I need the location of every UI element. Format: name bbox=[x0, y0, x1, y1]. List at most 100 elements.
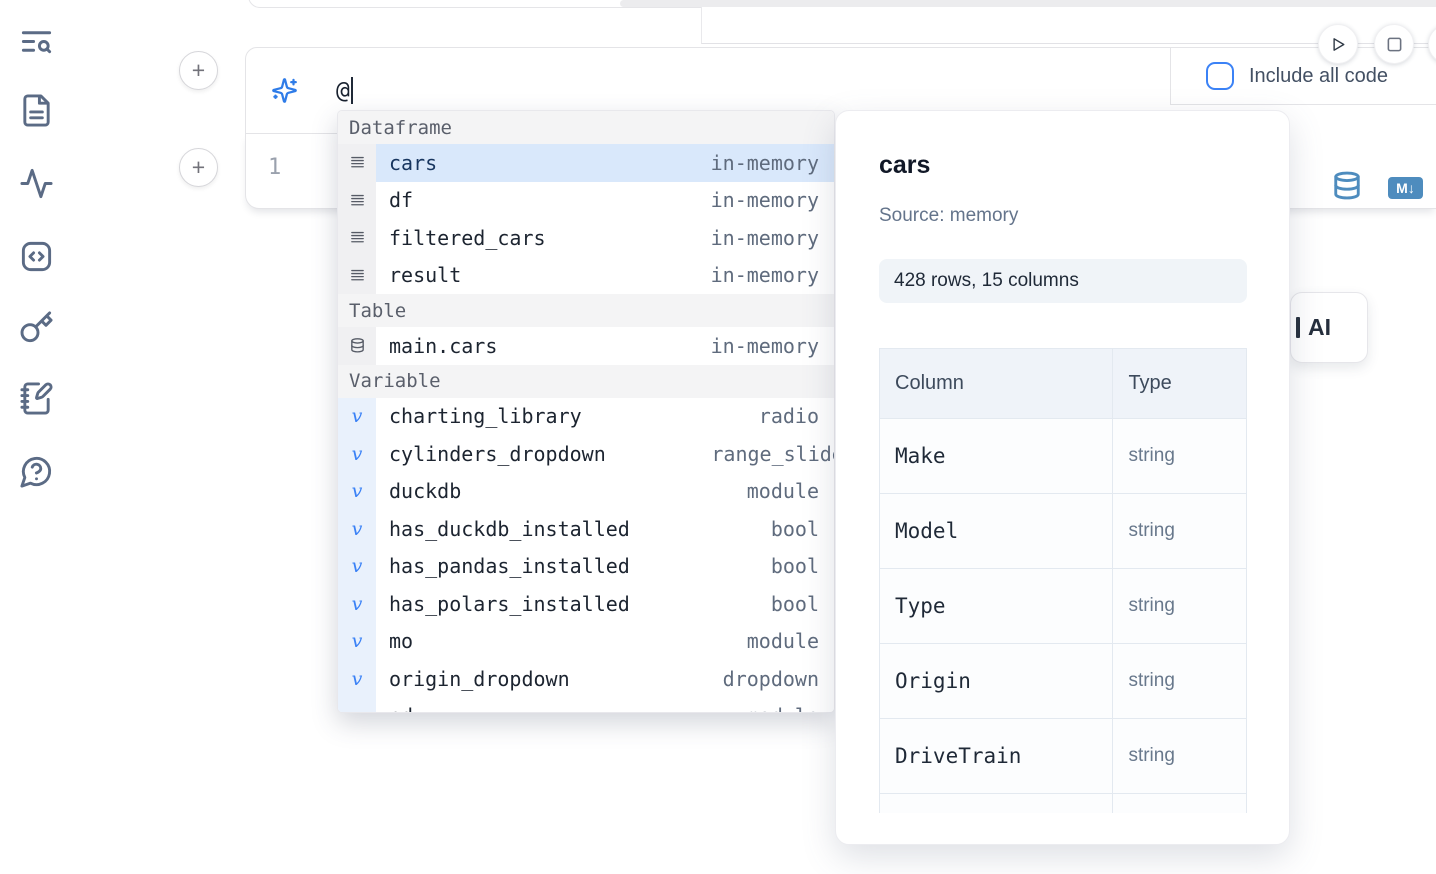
dataframe-rows-icon bbox=[338, 219, 376, 257]
completion-item-name: filtered_cars bbox=[389, 225, 546, 250]
completion-item-type: bool bbox=[770, 591, 819, 616]
dataframe-rows-icon bbox=[338, 256, 376, 294]
completion-item[interactable]: result in-memory bbox=[338, 256, 834, 294]
completion-section-header: Table bbox=[338, 294, 834, 327]
add-cell-button-top[interactable]: + bbox=[179, 51, 218, 90]
completion-item-type: in-memory bbox=[710, 225, 819, 250]
completion-item[interactable]: v has_polars_installed bool bbox=[338, 585, 834, 623]
include-all-code-checkbox[interactable] bbox=[1206, 62, 1234, 90]
schema-column-type: string bbox=[1112, 643, 1247, 719]
notebook-pen-icon[interactable] bbox=[19, 381, 54, 416]
completion-item-name: pd bbox=[389, 704, 413, 712]
completion-item-type: module bbox=[746, 629, 819, 654]
completion-item-name: df bbox=[389, 188, 414, 213]
variable-v-icon: v bbox=[338, 472, 376, 510]
schema-column-name: Model bbox=[879, 493, 1114, 569]
previous-cell-output-strip bbox=[701, 7, 1436, 44]
completion-item-body: pd module bbox=[376, 697, 834, 712]
variable-v-icon: v bbox=[338, 397, 376, 435]
ai-prompt-options: Include all code bbox=[1170, 47, 1436, 105]
completion-item-type: in-memory bbox=[710, 333, 819, 358]
completion-item-name: has_polars_installed bbox=[389, 591, 630, 616]
completion-item-name: has_pandas_installed bbox=[389, 554, 630, 579]
completion-item-body: origin_dropdown dropdown bbox=[376, 660, 834, 698]
help-chat-icon[interactable] bbox=[19, 454, 54, 489]
completion-item-type: in-memory bbox=[710, 263, 819, 288]
schema-header-type: Type bbox=[1112, 348, 1247, 419]
completion-item-name: cars bbox=[389, 150, 438, 175]
completion-section-header: Variable bbox=[338, 364, 834, 398]
schema-column-type: string bbox=[1112, 493, 1247, 569]
key-icon[interactable] bbox=[19, 310, 54, 345]
schema-column-type: string bbox=[1112, 718, 1247, 794]
completion-item-body: cars in-memory bbox=[376, 144, 834, 182]
cell-toolbar: M↓ bbox=[1332, 169, 1423, 207]
ai-cell-button[interactable]: AI bbox=[1290, 292, 1368, 363]
completion-item-type: module bbox=[747, 704, 819, 712]
schema-column-type: string bbox=[1112, 418, 1247, 494]
variable-v-icon: v bbox=[338, 435, 376, 473]
completion-item-name: result bbox=[389, 263, 462, 288]
add-cell-button-bottom[interactable]: + bbox=[179, 148, 218, 187]
dataframe-rows-icon bbox=[338, 144, 376, 182]
previous-cell-scrollbar[interactable] bbox=[620, 0, 1436, 7]
completion-item-type: module bbox=[746, 479, 819, 504]
completion-item-name: origin_dropdown bbox=[389, 666, 570, 691]
code-snippet-icon[interactable] bbox=[19, 239, 54, 274]
run-cell-button[interactable] bbox=[1318, 24, 1358, 64]
completion-item-name: has_duckdb_installed bbox=[389, 516, 630, 541]
schema-column-name: Make bbox=[879, 418, 1114, 494]
completion-item-body: filtered_cars in-memory bbox=[376, 219, 834, 257]
schema-column-name bbox=[879, 793, 1114, 813]
document-icon[interactable] bbox=[19, 93, 54, 128]
schema-column-name: DriveTrain bbox=[879, 718, 1114, 794]
completion-item-type: dropdown bbox=[722, 666, 819, 691]
completion-item-type: in-memory bbox=[710, 150, 819, 175]
completion-item-name: mo bbox=[389, 629, 414, 654]
database-icon[interactable] bbox=[1332, 169, 1362, 207]
schema-column-type bbox=[1112, 793, 1247, 813]
variable-v-icon: v bbox=[338, 622, 376, 660]
completion-section-header: Dataframe bbox=[338, 111, 834, 144]
ai-prompt-input[interactable]: @ bbox=[336, 77, 353, 104]
left-sidebar bbox=[0, 0, 72, 874]
variable-v-icon: v bbox=[338, 585, 376, 623]
completion-item[interactable]: vpdmodule bbox=[338, 697, 834, 712]
completion-item-body: has_polars_installed bool bbox=[376, 585, 834, 623]
line-number: 1 bbox=[268, 155, 282, 180]
dataset-source: Source: memory bbox=[879, 205, 1019, 226]
stop-cell-button[interactable] bbox=[1374, 24, 1414, 64]
dataframe-rows-icon bbox=[338, 181, 376, 219]
completion-item-type: radio bbox=[758, 404, 819, 429]
markdown-export-icon[interactable]: M↓ bbox=[1388, 177, 1423, 199]
completion-item[interactable]: filtered_cars in-memory bbox=[338, 219, 834, 257]
ai-button-label: AI bbox=[1308, 314, 1331, 340]
completion-item-body: result in-memory bbox=[376, 256, 834, 294]
toc-search-icon[interactable] bbox=[19, 24, 54, 59]
activity-icon[interactable] bbox=[19, 166, 54, 201]
sparkles-icon bbox=[271, 77, 298, 104]
dataset-shape-badge: 428 rows, 15 columns bbox=[879, 259, 1247, 303]
completion-item[interactable]: cars in-memory bbox=[338, 144, 834, 182]
schema-column-type: string bbox=[1112, 568, 1247, 644]
